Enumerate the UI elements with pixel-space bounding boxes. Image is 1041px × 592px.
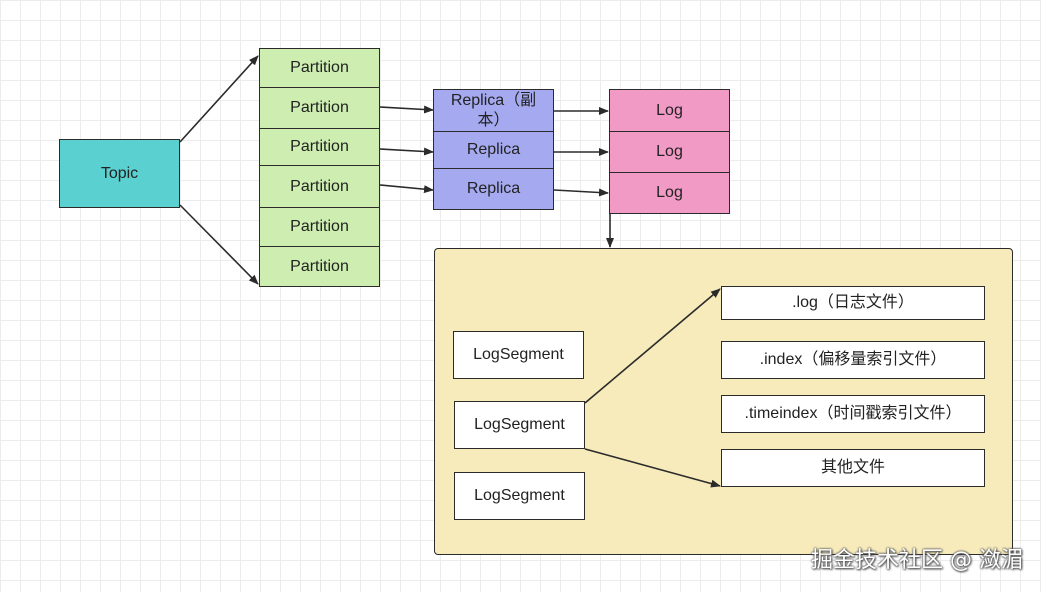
partition-label: Partition — [290, 138, 349, 155]
replica-label: Replica（副本） — [450, 91, 537, 129]
partition-label: Partition — [290, 59, 349, 76]
file-label: 其他文件 — [820, 459, 885, 476]
partition-label: Partition — [290, 177, 349, 195]
replica-box-3: Replica — [433, 168, 554, 210]
replica-label: Replica — [466, 141, 521, 158]
arrow-segment-to-other-files — [584, 448, 721, 488]
file-box-timeindex: .timeindex（时间戳索引文件） — [721, 395, 985, 433]
topic-box: Topic — [59, 139, 180, 208]
partition-label: Partition — [290, 218, 349, 235]
arrow-topic-to-last-partition — [179, 204, 259, 285]
log-label: Log — [656, 143, 683, 160]
log-box-3: Log — [609, 172, 730, 214]
arrow-topic-to-first-partition — [179, 55, 259, 143]
arrow-partition-to-replica-1 — [379, 105, 434, 114]
log-segment-box-2: LogSegment — [454, 401, 585, 449]
partition-box-6: Partition — [259, 246, 380, 287]
arrow-partition-to-replica-2 — [379, 147, 434, 156]
topic-label: Topic — [100, 164, 139, 182]
log-box-2: Log — [609, 131, 730, 173]
arrow-partition-to-replica-3 — [379, 184, 434, 194]
log-segment-label: LogSegment — [474, 487, 565, 504]
arrow-replica-to-log-3 — [553, 188, 609, 197]
replica-box-1: Replica（副本） — [433, 89, 554, 132]
file-box-log: .log（日志文件） — [721, 286, 985, 320]
partition-box-5: Partition — [259, 207, 380, 247]
log-segment-box-3: LogSegment — [454, 472, 585, 520]
partition-box-2: Partition — [259, 87, 380, 129]
log-label: Log — [656, 101, 683, 119]
partition-box-4: Partition — [259, 165, 380, 208]
file-label: .index（偏移量索引文件） — [759, 351, 947, 368]
partition-label: Partition — [290, 257, 349, 275]
log-segment-label: LogSegment — [474, 416, 565, 433]
file-label: .timeindex（时间戳索引文件） — [744, 405, 962, 422]
partition-box-1: Partition — [259, 48, 380, 88]
arrow-segment-to-log-file — [584, 288, 721, 404]
watermark: 掘金技术社区 @ 潋湄 — [811, 548, 1023, 573]
replica-label: Replica — [466, 180, 521, 197]
file-box-index: .index（偏移量索引文件） — [721, 341, 985, 379]
partition-label: Partition — [290, 99, 349, 116]
log-label: Log — [656, 184, 683, 201]
replica-box-2: Replica — [433, 131, 554, 169]
file-label: .log（日志文件） — [792, 294, 914, 311]
log-segment-box-1: LogSegment — [453, 331, 584, 379]
file-box-other: 其他文件 — [721, 449, 985, 487]
log-segment-label: LogSegment — [473, 346, 564, 363]
partition-box-3: Partition — [259, 128, 380, 166]
